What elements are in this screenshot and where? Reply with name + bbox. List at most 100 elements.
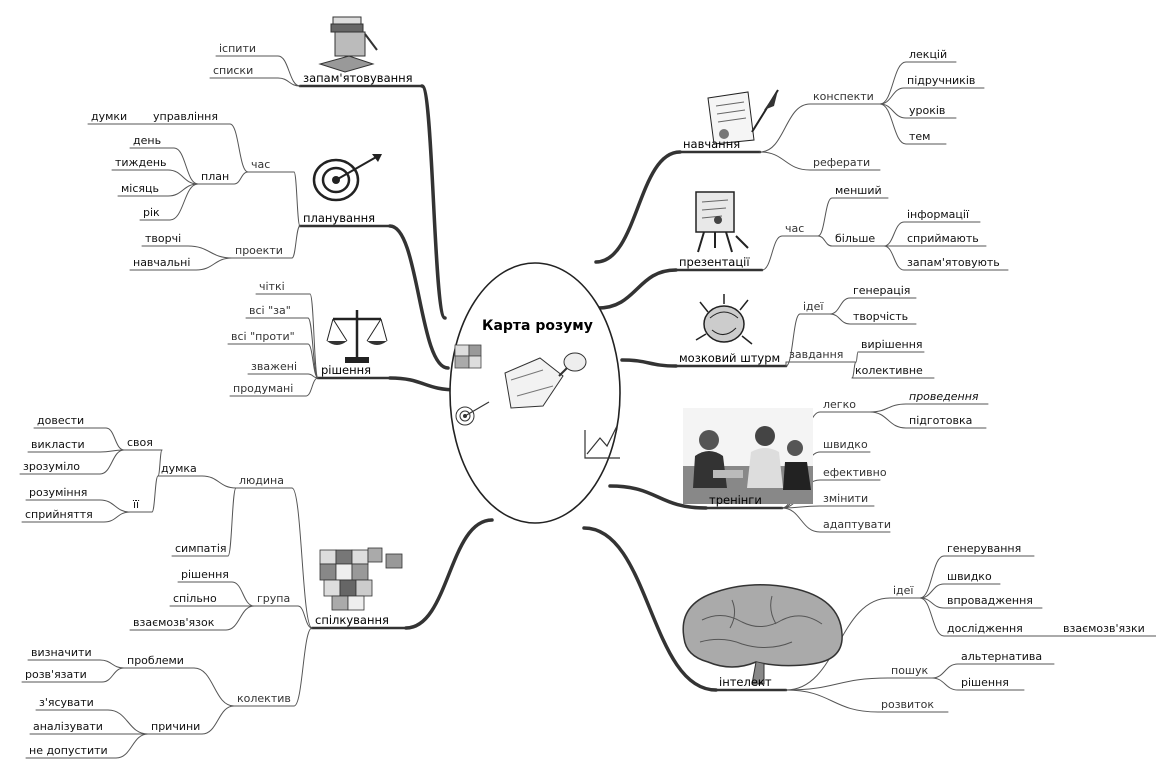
branch-link bbox=[919, 555, 945, 599]
branch-link bbox=[99, 659, 125, 669]
branch-link bbox=[869, 403, 907, 413]
branch-link bbox=[233, 171, 249, 185]
branch-link bbox=[879, 61, 907, 105]
node-проекти: проекти bbox=[235, 244, 283, 257]
branch-link bbox=[99, 499, 131, 513]
node-своя: своя bbox=[127, 436, 153, 449]
node-час: час bbox=[785, 222, 805, 235]
node-всі-за: всі "за" bbox=[249, 304, 291, 317]
node-проведення: проведення bbox=[909, 390, 979, 403]
branch-link bbox=[851, 361, 857, 379]
node-місяць: місяць bbox=[121, 182, 159, 195]
branch-link bbox=[101, 667, 125, 683]
node-колективне: колективне bbox=[855, 364, 923, 377]
node-навчальні: навчальні bbox=[133, 256, 191, 269]
node-творчість: творчість bbox=[853, 310, 909, 323]
node-інтелект: інтелект bbox=[719, 675, 772, 689]
node-думка: думка bbox=[161, 462, 197, 475]
branch-link bbox=[169, 183, 199, 221]
branch-link bbox=[231, 581, 255, 607]
node-викласти: викласти bbox=[31, 438, 85, 451]
node-змінити: змінити bbox=[823, 492, 869, 505]
node-навчання: навчання bbox=[683, 137, 741, 151]
meeting-photo-icon bbox=[683, 408, 813, 504]
node-більше: більше bbox=[835, 232, 876, 245]
branch-link bbox=[883, 245, 905, 271]
node-визначити: визначити bbox=[31, 646, 92, 659]
node-колектив: колектив bbox=[237, 692, 291, 705]
node-розвиток: розвиток bbox=[881, 698, 934, 711]
branch-link bbox=[829, 313, 851, 325]
quill-paper-icon bbox=[707, 89, 779, 145]
node-час: час bbox=[251, 158, 271, 171]
node-впровадження: впровадження bbox=[947, 594, 1033, 607]
branch-link bbox=[785, 313, 801, 367]
branch-link bbox=[201, 705, 235, 735]
node-мозковий-штурм: мозковий штурм bbox=[679, 351, 781, 365]
node-адаптувати: адаптувати bbox=[823, 518, 891, 531]
easel-icon bbox=[695, 191, 749, 253]
node-швидко: швидко bbox=[823, 438, 868, 451]
branch-link bbox=[388, 224, 450, 370]
central-chart-icon bbox=[584, 425, 620, 459]
node-завдання: завдання bbox=[789, 348, 844, 361]
node-списки: списки bbox=[213, 64, 254, 77]
branch-link bbox=[869, 411, 907, 429]
node-генерація: генерація bbox=[853, 284, 911, 297]
node-спілкування: спілкування bbox=[315, 613, 389, 627]
branch-link bbox=[931, 677, 959, 691]
node-ідеї: ідеї bbox=[893, 584, 914, 597]
central-target-icon bbox=[455, 401, 490, 426]
branch-link bbox=[817, 197, 833, 237]
branch-link bbox=[817, 235, 833, 247]
branch-link bbox=[107, 709, 149, 735]
branch-link bbox=[879, 87, 905, 105]
branch-link bbox=[879, 103, 907, 119]
node-альтернатива: альтернатива bbox=[961, 650, 1043, 663]
node-причини: причини bbox=[151, 720, 201, 733]
node-запам-ятовують: запам'ятовують bbox=[907, 256, 1000, 269]
node-конспекти: конспекти bbox=[813, 90, 874, 103]
node-підготовка: підготовка bbox=[909, 414, 973, 427]
node-творчі: творчі bbox=[145, 232, 182, 245]
branch-link bbox=[879, 103, 907, 145]
brain-icon bbox=[682, 584, 843, 685]
branch-link bbox=[293, 627, 313, 707]
node-всі-проти: всі "проти" bbox=[231, 330, 295, 343]
central-ellipse bbox=[449, 262, 621, 524]
node-легко: легко bbox=[823, 398, 856, 411]
branch-link bbox=[759, 151, 811, 171]
branch-link bbox=[277, 55, 301, 87]
node-спільно: спільно bbox=[173, 592, 217, 605]
branch-link bbox=[229, 123, 249, 173]
target-icon bbox=[312, 154, 382, 202]
branch-link bbox=[291, 225, 301, 259]
central-puzzle-icon bbox=[454, 344, 482, 369]
node-сприйняття: сприйняття bbox=[25, 508, 93, 521]
node-симпатія: симпатія bbox=[175, 542, 227, 555]
books-icon bbox=[318, 16, 378, 73]
node-група: група bbox=[257, 592, 291, 605]
node-продумані: продумані bbox=[233, 382, 294, 395]
branch-link bbox=[167, 169, 199, 185]
branch-link bbox=[297, 605, 313, 629]
node-тем: тем bbox=[909, 130, 931, 143]
branch-link bbox=[151, 475, 159, 513]
node-управління: управління bbox=[153, 110, 218, 123]
node-іспити: іспити bbox=[219, 42, 257, 55]
node-планування: планування bbox=[303, 211, 376, 225]
node-швидко: швидко bbox=[947, 570, 992, 583]
branch-link bbox=[115, 733, 149, 759]
node-пошук: пошук bbox=[891, 664, 929, 677]
node-рішення: рішення bbox=[181, 568, 229, 581]
node-ефективно: ефективно bbox=[823, 466, 887, 479]
node-день: день bbox=[133, 134, 162, 147]
node-зважені: зважені bbox=[251, 360, 297, 373]
node-її: її bbox=[133, 498, 140, 511]
node-розв-язати: розв'язати bbox=[25, 668, 87, 681]
node-чіткі: чіткі bbox=[259, 280, 285, 293]
central-bulb-icon bbox=[558, 352, 587, 377]
node-підручників: підручників bbox=[907, 74, 976, 87]
branch-link bbox=[420, 84, 447, 320]
branch-link bbox=[195, 257, 233, 271]
